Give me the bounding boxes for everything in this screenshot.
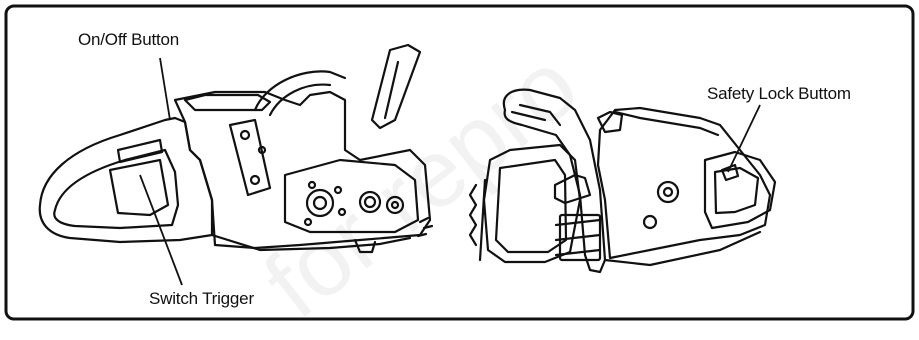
leader-safety-lock (728, 105, 760, 172)
switch-trigger-label: Switch Trigger (149, 289, 254, 309)
chainsaw-side-view (40, 45, 432, 252)
leader-on-off (160, 58, 170, 120)
on-off-button-label: On/Off Button (78, 30, 179, 50)
chainsaw-front-view (470, 90, 775, 272)
safety-lock-button-label: Safety Lock Buttom (707, 84, 851, 104)
